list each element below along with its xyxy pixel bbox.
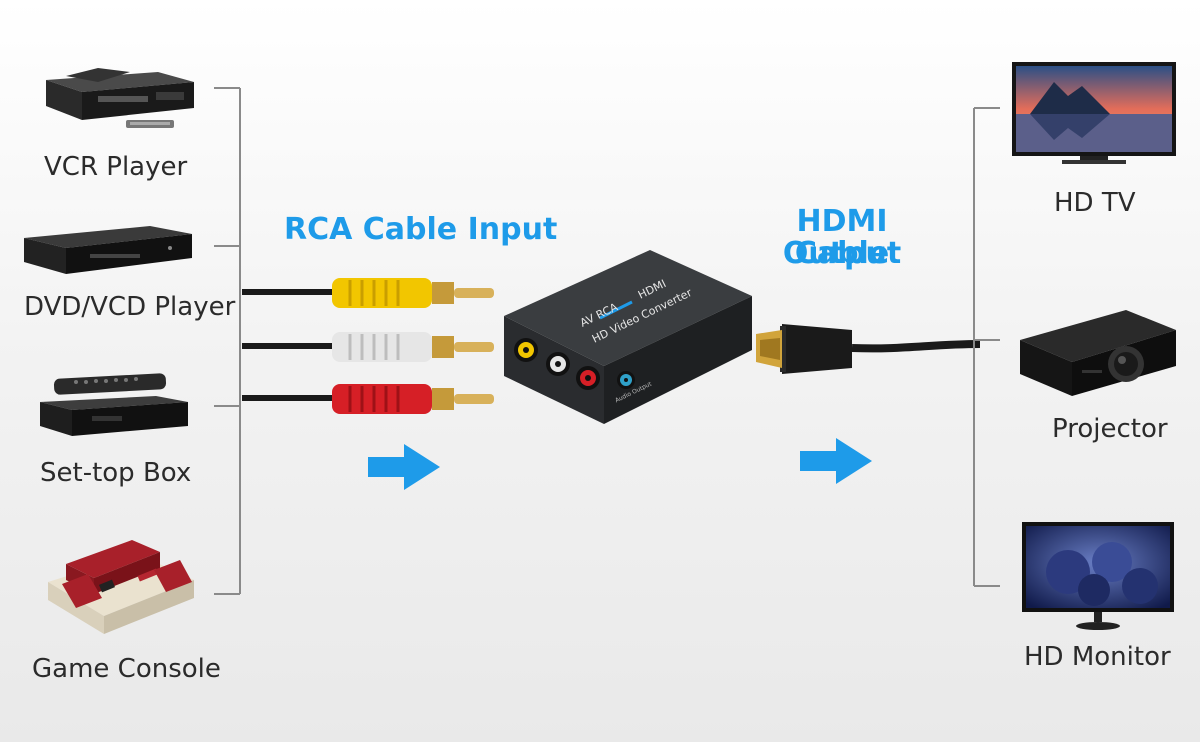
output-heading-line2: Output: [782, 236, 902, 271]
rca-plug-red: [332, 384, 494, 414]
dvd-player-icon: [24, 226, 192, 274]
output-heading-line1: HDMI Cable: [794, 204, 890, 271]
converter-box: [504, 250, 752, 424]
input-bracket: [214, 87, 241, 595]
device-label-hd-monitor: HD Monitor: [1024, 642, 1171, 672]
rca-plug-white: [332, 332, 494, 362]
set-top-box-icon: [40, 373, 188, 436]
device-label-hd-tv: HD TV: [1054, 188, 1136, 218]
arrow-right-icon: [800, 438, 872, 484]
arrow-right-icon: [368, 444, 440, 490]
device-label-projector: Projector: [1052, 414, 1168, 444]
monitor-icon: [1022, 522, 1174, 630]
input-heading: RCA Cable Input: [284, 212, 558, 247]
projector-icon: [1020, 310, 1176, 396]
output-bracket: [973, 107, 1000, 587]
hdmi-cable: [756, 324, 981, 374]
game-console-icon: [48, 540, 194, 634]
vcr-icon: [46, 68, 194, 128]
device-label-set-top-box: Set-top Box: [40, 458, 192, 488]
device-label-game-console: Game Console: [32, 654, 221, 684]
device-label-vcr: VCR Player: [44, 152, 188, 182]
tv-icon: [1012, 62, 1176, 164]
rca-plug-yellow: [332, 278, 494, 308]
rca-cables: [242, 278, 494, 414]
device-label-dvd: DVD/VCD Player: [24, 292, 236, 322]
